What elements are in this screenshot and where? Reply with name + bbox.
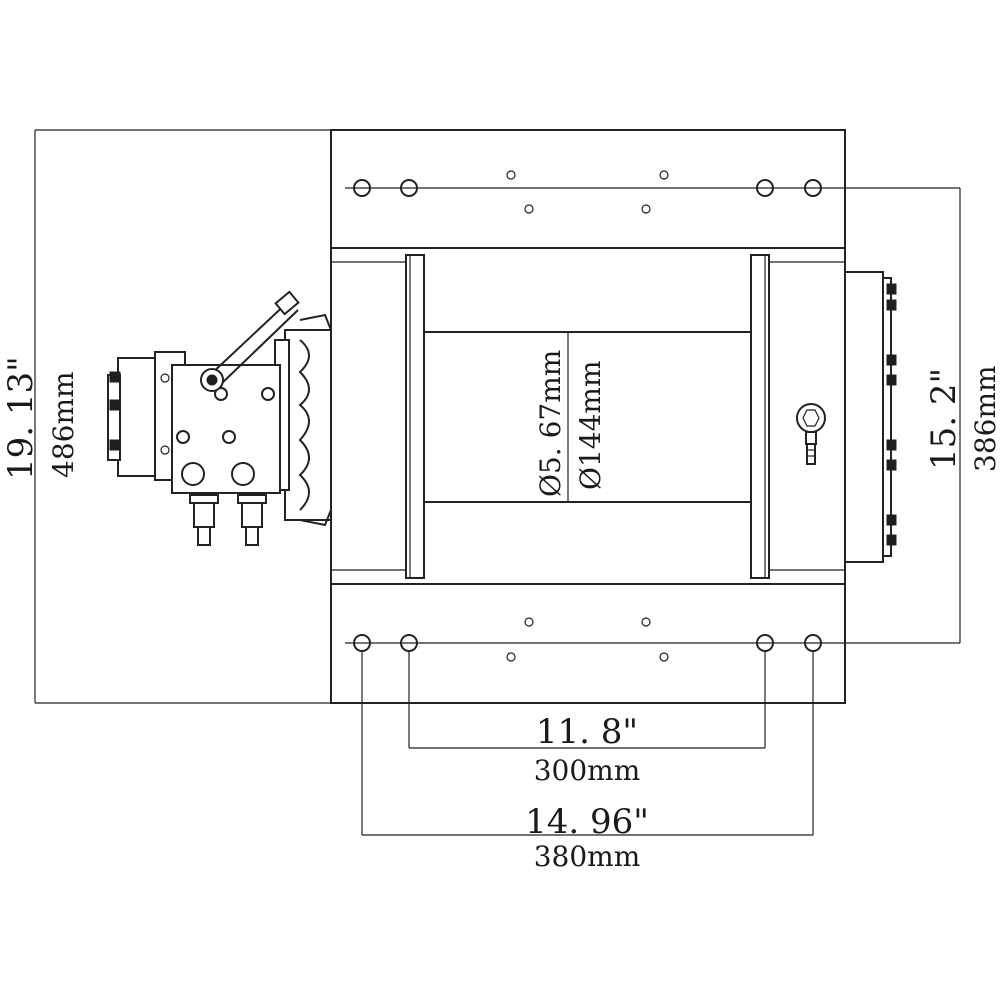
mount-height-mm: 386mm (969, 365, 1000, 472)
outer-span-inches: 14. 96" (525, 802, 649, 842)
dimension-line-outer-span (361, 651, 814, 836)
inner-span-mm: 300mm (534, 754, 641, 787)
drain-plug-icon (796, 403, 826, 465)
dimension-line-inner-span (408, 651, 766, 749)
bottom-mounting-holes (353, 617, 822, 662)
outer-span-mm: 380mm (534, 840, 641, 873)
drum-assembly (330, 247, 846, 585)
hydraulic-motor (107, 290, 332, 546)
drum-diameter-inches: Ø5. 67mm (534, 350, 567, 497)
mount-height-inches: 15. 2" (924, 368, 964, 470)
inner-span-inches: 11. 8" (536, 712, 638, 752)
drum-diameter-mm: Ø144mm (574, 361, 607, 491)
overall-height-inches: 19. 13" (1, 356, 41, 480)
overall-height-mm: 486mm (47, 371, 80, 478)
top-mounting-holes (353, 170, 822, 214)
gear-cover (844, 271, 897, 563)
